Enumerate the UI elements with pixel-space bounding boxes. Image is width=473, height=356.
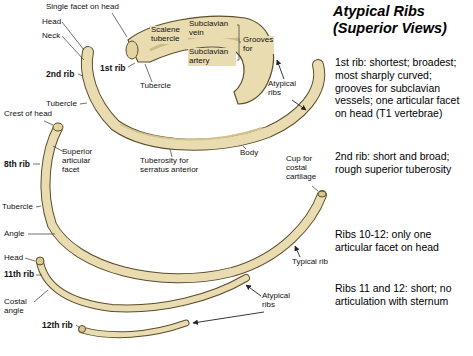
- pointer-arrows: [193, 60, 306, 323]
- rib-name: 11th rib: [4, 270, 34, 280]
- note-text: 2nd rib: short and broad; rough superior…: [335, 150, 469, 176]
- rib-name: 8th rib: [4, 160, 30, 170]
- group-label: Atypical ribs: [268, 80, 302, 98]
- title-text: Atypical Ribs (Superior Views): [333, 3, 471, 36]
- part-label: Costal angle: [4, 298, 36, 316]
- group-label: Atypical ribs: [262, 292, 300, 310]
- part-label: Tubercle: [46, 100, 77, 109]
- part-label: Subclavian vein: [188, 20, 236, 38]
- part-label: Crest of head: [4, 110, 52, 119]
- part-label: Angle: [4, 230, 24, 239]
- eighth-rib: [45, 123, 326, 278]
- twelfth-rib: [79, 323, 187, 335]
- first-rib: [126, 16, 273, 104]
- part-label: Subclavian artery: [188, 48, 236, 66]
- part-label: Tubercle: [2, 203, 33, 212]
- note-text: Ribs 11 and 12: short; no articulation w…: [335, 282, 469, 308]
- second-rib: [87, 52, 319, 145]
- part-label: Body: [240, 149, 258, 158]
- rib-name: 12th rib: [42, 321, 73, 331]
- part-label: Scalene tubercle: [150, 26, 188, 44]
- part-label: Superior articular facet: [62, 148, 102, 175]
- part-label: Tuberosity for serratus anterior: [140, 157, 214, 175]
- part-label: Neck: [42, 32, 60, 41]
- part-label: Head: [4, 254, 23, 263]
- leader-lines: [25, 13, 318, 328]
- part-label: Single facet on head: [46, 3, 119, 12]
- rib-name: 1st rib: [100, 64, 126, 74]
- eleventh-rib: [36, 257, 246, 308]
- part-label: Cup for costal cartilage: [286, 155, 328, 182]
- part-label: Grooves for: [242, 36, 274, 54]
- part-label: Tubercle: [140, 82, 171, 91]
- part-label: Head: [42, 18, 61, 27]
- note-text: Ribs 10-12: only one articular facet on …: [335, 228, 469, 254]
- note-text: 1st rib: shortest; broadest; most sharpl…: [335, 56, 469, 120]
- rib-name: 2nd rib: [46, 70, 74, 80]
- group-label: Typical rib: [292, 258, 328, 267]
